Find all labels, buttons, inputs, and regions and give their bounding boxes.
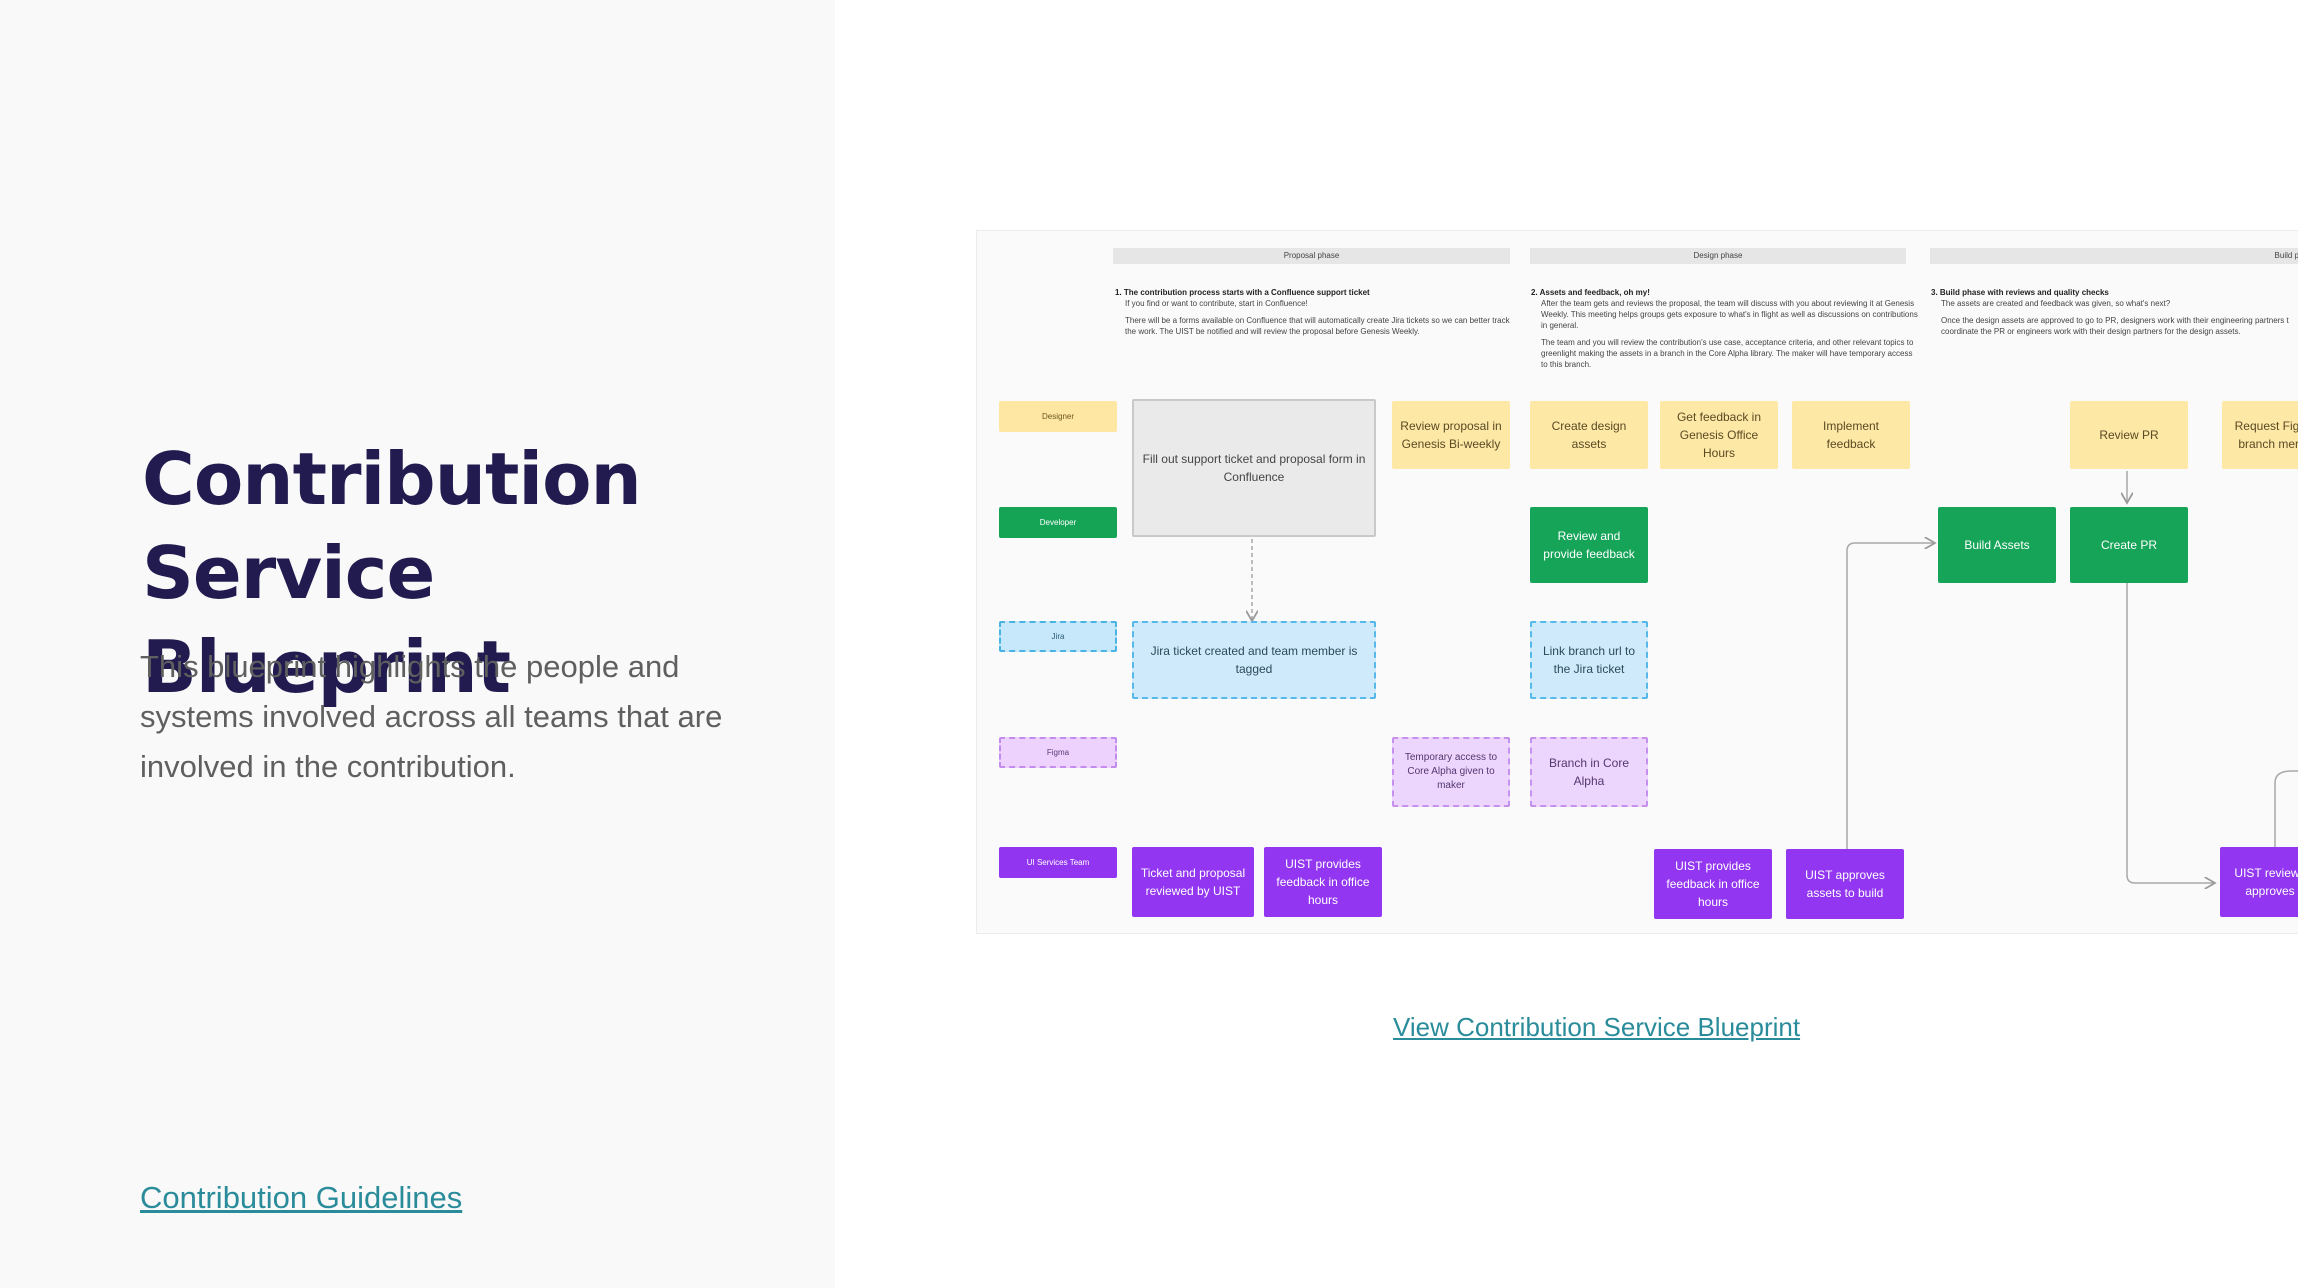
lane-label-developer: Developer [999,507,1117,538]
card-review-proposal: Review proposal in Genesis Bi-weekly [1392,401,1510,469]
card-fill-support-ticket: Fill out support ticket and proposal for… [1132,399,1376,537]
card-get-feedback: Get feedback in Genesis Office Hours [1660,401,1778,469]
lane-label-figma: Figma [999,737,1117,768]
card-implement-feedback: Implement feedback [1792,401,1910,469]
note-text: There will be a forms available on Confl… [1125,316,1510,336]
view-blueprint-link[interactable]: View Contribution Service Blueprint [1393,1012,1801,1042]
note-text: If you find or want to contribute, start… [1125,299,1308,308]
phase-note-design: 2. Assets and feedback, oh my! After the… [1531,287,1919,370]
lane-label-jira: Jira [999,621,1117,652]
phase-note-build: 3. Build phase with reviews and quality … [1931,287,2298,337]
card-create-pr: Create PR [2070,507,2188,583]
card-create-design-assets: Create design assets [1530,401,1648,469]
note-text: The assets are created and feedback was … [1941,299,2171,308]
card-temporary-access: Temporary access to Core Alpha given to … [1392,737,1510,807]
card-review-pr: Review PR [2070,401,2188,469]
page-title: Contribution Service Blueprint [142,432,822,714]
sidebar-panel: Contribution Service Blueprint This blue… [0,0,835,1288]
contribution-guidelines-link[interactable]: Contribution Guidelines [140,1180,463,1215]
card-ticket-reviewed-uist: Ticket and proposal reviewed by UIST [1132,847,1254,917]
note-title: 3. Build phase with reviews and quality … [1931,288,2109,297]
phase-bar-proposal: Proposal phase [1113,248,1510,264]
card-jira-ticket-created: Jira ticket created and team member is t… [1132,621,1376,699]
page-title-line2: Service Blueprint [142,531,511,709]
card-request-figma-merge: Request Figm branch merg [2222,401,2298,469]
card-link-branch-url: Link branch url to the Jira ticket [1530,621,1648,699]
createpr-to-review-arrow [2126,581,2215,883]
note-title: 2. Assets and feedback, oh my! [1531,288,1650,297]
page-description: This blueprint highlights the people and… [140,649,723,784]
phase-note-proposal: 1. The contribution process starts with … [1115,287,1515,337]
card-uist-reviews-approves: UIST reviews approves [2220,847,2298,917]
phase-bar-build: Build p [1930,248,2298,264]
note-title: 1. The contribution process starts with … [1115,288,1370,297]
note-text: The team and you will review the contrib… [1541,338,1914,369]
card-uist-approves-assets: UIST approves assets to build [1786,849,1904,919]
review-offscreen-arrow [2274,770,2298,851]
blueprint-preview-image[interactable]: Proposal phase Design phase Build p 1. T… [976,230,2298,934]
card-review-provide-feedback: Review and provide feedback [1530,507,1648,583]
lane-label-designer: Designer [999,401,1117,432]
note-text: Once the design assets are approved to g… [1941,316,2289,336]
card-uist-feedback-office-hours: UIST provides feedback in office hours [1264,847,1382,917]
page-title-line1: Contribution [142,437,642,521]
connector-arrows [977,471,2298,934]
phase-bar-design: Design phase [1530,248,1906,264]
lane-label-uist: UI Services Team [999,847,1117,878]
card-branch-core-alpha: Branch in Core Alpha [1530,737,1648,807]
card-build-assets: Build Assets [1938,507,2056,583]
card-uist-feedback-office-hours: UIST provides feedback in office hours [1654,849,1772,919]
note-text: After the team gets and reviews the prop… [1541,299,1918,330]
approve-to-build-arrow [1846,543,1935,851]
